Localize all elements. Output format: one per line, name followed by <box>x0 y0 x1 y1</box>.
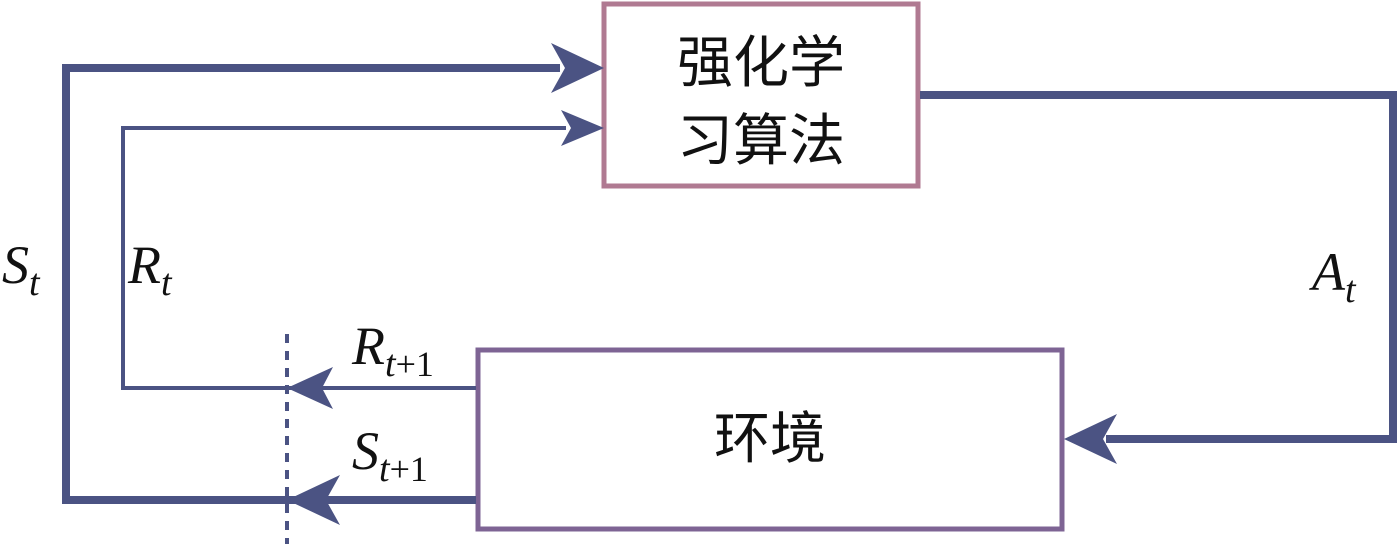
environment-label: 环境 <box>714 407 826 472</box>
next-state-label: St+1 <box>352 421 428 490</box>
reward-label: Rt <box>127 235 173 304</box>
next-reward-arrowhead <box>287 367 333 409</box>
agent-label-line1: 强化学 <box>677 31 845 96</box>
state-loop-line <box>62 64 560 504</box>
next-reward-label: Rt+1 <box>351 316 434 385</box>
state-arrowhead-to-agent <box>551 43 604 93</box>
action-line <box>920 91 1397 443</box>
action-label: At <box>1309 242 1357 311</box>
environment-box <box>475 347 1065 532</box>
state-label: St <box>2 235 41 304</box>
next-state-arrowhead <box>287 475 340 525</box>
agent-label-line2: 习算法 <box>677 109 845 174</box>
agent-box <box>601 1 921 189</box>
reward-arrowhead-to-agent <box>561 110 604 146</box>
action-arrowhead-to-environment <box>1064 414 1117 464</box>
